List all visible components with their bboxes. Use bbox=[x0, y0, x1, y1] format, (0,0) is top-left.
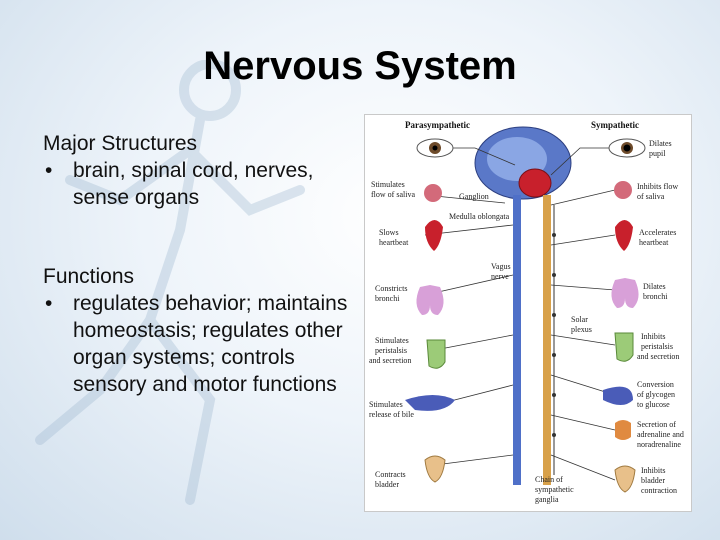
bladder-left bbox=[425, 456, 445, 482]
lungs-right bbox=[611, 278, 638, 308]
label-vagus-1: Vagus bbox=[491, 262, 511, 271]
bladder-right bbox=[615, 466, 635, 492]
bullet-dot: • bbox=[43, 157, 73, 211]
right-label-adrenaline-3: noradrenaline bbox=[637, 440, 681, 449]
label-medulla: Medulla oblongata bbox=[449, 212, 510, 221]
slide-title: Nervous System bbox=[0, 44, 720, 89]
left-label-bladder-1: Contracts bbox=[375, 470, 406, 479]
right-label-glycogen-2: of glycogen bbox=[637, 390, 675, 399]
stomach-left bbox=[427, 340, 445, 368]
eye-left bbox=[417, 139, 453, 157]
left-label-bile-2: release of bile bbox=[369, 410, 414, 419]
salivary-gland-left bbox=[424, 184, 442, 202]
eye-right bbox=[609, 139, 645, 157]
label-vagus-2: nerve bbox=[491, 272, 509, 281]
right-label-pupil-2: pupil bbox=[649, 149, 666, 158]
right-label-heart-2: heartbeat bbox=[639, 238, 669, 247]
right-label-heart-1: Accelerates bbox=[639, 228, 676, 237]
right-label-adrenaline-1: Secretion of bbox=[637, 420, 676, 429]
right-nerve-lines bbox=[551, 148, 623, 480]
structures-heading: Major Structures bbox=[43, 130, 363, 157]
label-chain-3: ganglia bbox=[535, 495, 559, 504]
right-label-pupil-1: Dilates bbox=[649, 139, 672, 148]
label-chain-1: Chain of bbox=[535, 475, 563, 484]
bullet-text: brain, spinal cord, nerves, sense organs bbox=[73, 157, 363, 211]
heart-left bbox=[425, 220, 443, 251]
adrenal-gland-right bbox=[615, 420, 631, 440]
header-parasympathetic: Parasympathetic bbox=[405, 120, 470, 130]
left-label-bronchi-1: Constricts bbox=[375, 284, 407, 293]
left-label-heart-1: Slows bbox=[379, 228, 399, 237]
functions-bullet: • regulates behavior; maintains homeosta… bbox=[43, 290, 363, 398]
left-effect-labels: Stimulates flow of saliva Slows heartbea… bbox=[369, 180, 415, 489]
right-label-bronchi-2: bronchi bbox=[643, 292, 668, 301]
salivary-gland-right bbox=[614, 181, 632, 199]
left-label-peristalsis-2: peristalsis bbox=[375, 346, 407, 355]
right-label-bladder-3: contraction bbox=[641, 486, 677, 495]
autonomic-nervous-system-diagram: Parasympathetic Sympathetic bbox=[364, 114, 692, 512]
header-sympathetic: Sympathetic bbox=[591, 120, 639, 130]
liver-right bbox=[603, 387, 633, 405]
lungs-left bbox=[416, 285, 443, 315]
bullet-text: regulates behavior; maintains homeostasi… bbox=[73, 290, 363, 398]
right-label-bladder-1: Inhibits bbox=[641, 466, 665, 475]
right-label-peristalsis-2: peristalsis bbox=[641, 342, 673, 351]
slide-body: Major Structures • brain, spinal cord, n… bbox=[43, 130, 363, 398]
functions-heading: Functions bbox=[43, 263, 363, 290]
right-label-saliva-2: of saliva bbox=[637, 192, 665, 201]
label-ganglion: Ganglion bbox=[459, 192, 489, 201]
left-label-peristalsis-1: Stimulates bbox=[375, 336, 409, 345]
liver-left bbox=[405, 395, 455, 411]
left-label-bladder-2: bladder bbox=[375, 480, 399, 489]
brain-illustration bbox=[475, 127, 571, 199]
label-chain-2: sympathetic bbox=[535, 485, 574, 494]
left-label-bile-1: Stimulates bbox=[369, 400, 403, 409]
spinal-cord-parasympathetic bbox=[513, 195, 521, 485]
sympathetic-chain bbox=[552, 205, 556, 475]
label-solar-1: Solar bbox=[571, 315, 588, 324]
stomach-right bbox=[615, 333, 633, 361]
right-label-glycogen-1: Conversion bbox=[637, 380, 674, 389]
right-label-peristalsis-1: Inhibits bbox=[641, 332, 665, 341]
left-label-peristalsis-3: and secretion bbox=[369, 356, 411, 365]
left-label-saliva-1: Stimulates bbox=[371, 180, 405, 189]
structures-bullet: • brain, spinal cord, nerves, sense orga… bbox=[43, 157, 363, 211]
right-effect-labels: Dilates pupil Inhibits flow of saliva Ac… bbox=[637, 139, 684, 495]
left-label-heart-2: heartbeat bbox=[379, 238, 409, 247]
left-label-saliva-2: flow of saliva bbox=[371, 190, 415, 199]
spinal-cord-sympathetic bbox=[543, 195, 551, 485]
right-label-glycogen-3: to glucose bbox=[637, 400, 670, 409]
right-label-bladder-2: bladder bbox=[641, 476, 665, 485]
right-label-peristalsis-3: and secretion bbox=[637, 352, 679, 361]
left-label-bronchi-2: bronchi bbox=[375, 294, 400, 303]
heart-right bbox=[615, 220, 633, 251]
right-label-saliva-1: Inhibits flow bbox=[637, 182, 678, 191]
label-solar-2: plexus bbox=[571, 325, 592, 334]
bullet-dot: • bbox=[43, 290, 73, 398]
right-label-adrenaline-2: adrenaline and bbox=[637, 430, 684, 439]
right-label-bronchi-1: Dilates bbox=[643, 282, 666, 291]
